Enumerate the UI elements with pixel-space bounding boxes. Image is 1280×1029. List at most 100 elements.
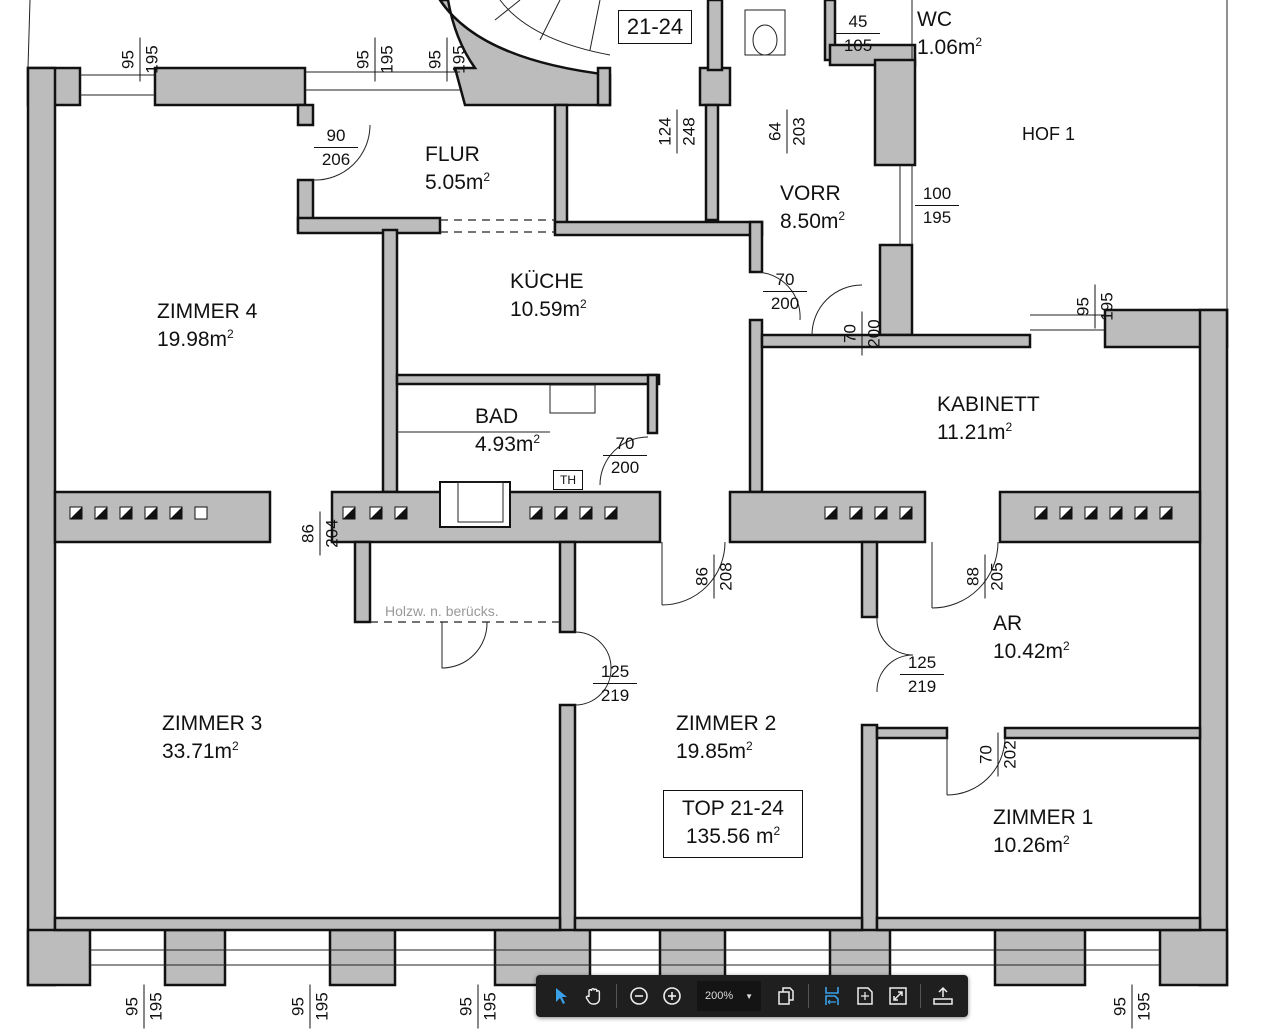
chimney-flue-fill bbox=[70, 507, 82, 519]
expand-icon bbox=[888, 987, 907, 1005]
chimney-flue-fill bbox=[555, 507, 567, 519]
zoom-level-select[interactable]: 200% ▼ bbox=[696, 981, 762, 1011]
th-label: TH bbox=[553, 470, 583, 490]
toolbar-divider bbox=[920, 984, 921, 1008]
opening-height: 203 bbox=[789, 117, 809, 146]
chimney-flue-fill bbox=[170, 507, 182, 519]
chimney-flue-fill bbox=[370, 507, 382, 519]
opening-width: 70 bbox=[840, 311, 863, 356]
chimney-flue-fill bbox=[605, 507, 617, 519]
pdf-toolbar: 200% ▼ bbox=[536, 975, 968, 1017]
chimney-flue-fill bbox=[1135, 507, 1147, 519]
room-hof: HOF 1 bbox=[1022, 124, 1076, 144]
opening-height: 200 bbox=[864, 319, 884, 348]
opening-width: 95 bbox=[118, 37, 141, 82]
opening-height: 206 bbox=[321, 150, 351, 169]
opening-height: 195 bbox=[922, 208, 952, 227]
opening-width: 125 bbox=[593, 662, 637, 684]
chimney-flue-fill bbox=[145, 507, 157, 519]
copy-pages-icon bbox=[777, 987, 794, 1005]
plus-circle-icon bbox=[663, 987, 682, 1005]
opening-width: 95 bbox=[288, 984, 311, 1029]
opening-width: 100 bbox=[915, 184, 959, 206]
chimney-flue-fill bbox=[580, 507, 592, 519]
chimney-flue-fill bbox=[395, 507, 407, 519]
page-view-button[interactable] bbox=[771, 981, 800, 1011]
holzw-note: Holzw. n. berücks. bbox=[385, 603, 499, 619]
opening-width: 70 bbox=[603, 434, 647, 456]
stair-number-label: 21-24 bbox=[618, 10, 692, 44]
zoom-in-button[interactable] bbox=[658, 981, 687, 1011]
chimney-flue-fill bbox=[825, 507, 837, 519]
fit-width-button[interactable] bbox=[817, 981, 846, 1011]
opening-width: 70 bbox=[976, 732, 999, 777]
chimney-flue-fill bbox=[1060, 507, 1072, 519]
opening-width: 88 bbox=[963, 554, 986, 599]
opening-height: 195 bbox=[480, 992, 500, 1021]
opening-width: 95 bbox=[353, 37, 376, 82]
opening-height: 195 bbox=[142, 45, 162, 74]
opening-height: 208 bbox=[716, 562, 736, 591]
chevron-down-icon: ▼ bbox=[745, 991, 754, 1001]
export-button[interactable] bbox=[929, 981, 958, 1011]
opening-width: 86 bbox=[692, 554, 715, 599]
minus-circle-icon bbox=[630, 987, 649, 1005]
chimney-flue-fill bbox=[530, 507, 542, 519]
zoom-out-button[interactable] bbox=[625, 981, 654, 1011]
opening-width: 70 bbox=[763, 270, 807, 292]
toolbar-divider bbox=[616, 984, 617, 1008]
chimney-flue-fill bbox=[1160, 507, 1172, 519]
zoom-level-value: 200% bbox=[704, 990, 734, 1002]
chimney-flue-fill bbox=[1110, 507, 1122, 519]
opening-height: 195 bbox=[1134, 992, 1154, 1021]
opening-height: 195 bbox=[312, 992, 332, 1021]
opening-width: 95 bbox=[456, 984, 479, 1029]
upload-tray-icon bbox=[933, 986, 954, 1005]
fullscreen-button[interactable] bbox=[883, 981, 912, 1011]
chimney-flue-fill bbox=[120, 507, 132, 519]
select-tool-button[interactable] bbox=[546, 981, 575, 1011]
opening-height: 205 bbox=[987, 562, 1007, 591]
opening-height: 219 bbox=[907, 677, 937, 696]
opening-width: 95 bbox=[425, 37, 448, 82]
opening-width: 95 bbox=[1110, 984, 1133, 1029]
hand-tool-button[interactable] bbox=[579, 981, 608, 1011]
opening-height: 195 bbox=[449, 45, 469, 74]
opening-height: 195 bbox=[377, 45, 397, 74]
opening-height: 219 bbox=[600, 686, 630, 705]
chimney-flue-fill bbox=[1035, 507, 1047, 519]
chimney-flue-fill bbox=[900, 507, 912, 519]
opening-width: 124 bbox=[655, 109, 678, 154]
opening-height: 105 bbox=[843, 36, 873, 55]
chimney-flue-fill bbox=[1085, 507, 1097, 519]
opening-width: 64 bbox=[765, 109, 788, 154]
opening-height: 248 bbox=[679, 117, 699, 146]
fit-page-button[interactable] bbox=[850, 981, 879, 1011]
